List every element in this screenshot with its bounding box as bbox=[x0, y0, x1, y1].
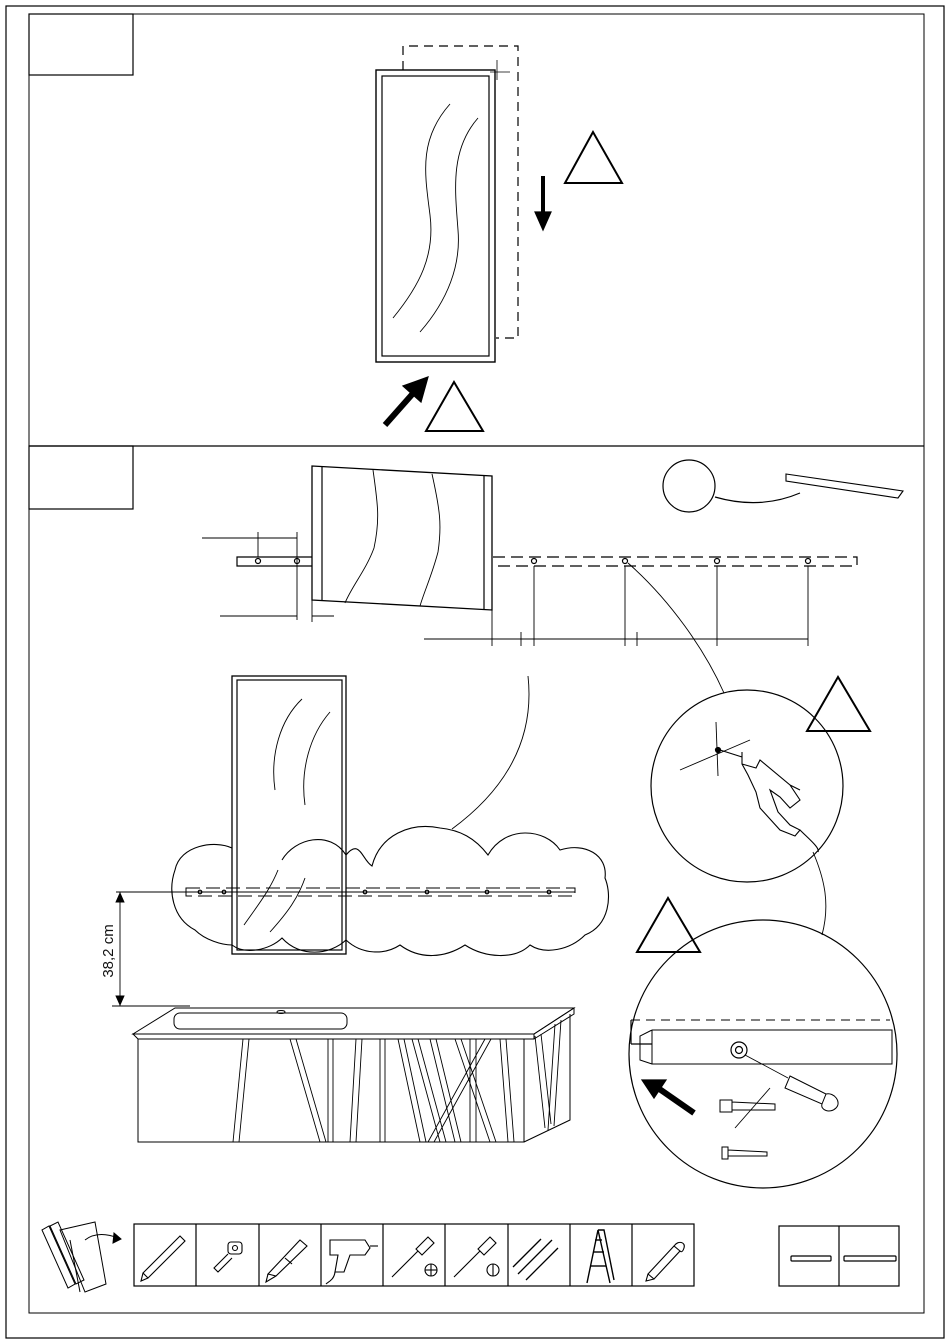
step-2-number-box bbox=[29, 446, 133, 509]
height-dimension bbox=[112, 892, 190, 1006]
leader-line bbox=[715, 493, 800, 503]
detail-circle-small bbox=[663, 460, 715, 512]
warning-triangle-icon bbox=[565, 132, 622, 183]
mirror-perspective bbox=[312, 466, 492, 610]
power-drill-icon bbox=[720, 750, 818, 852]
step-2-panel: 38,2 cm bbox=[29, 446, 903, 1188]
dimension-lines-left bbox=[202, 532, 334, 622]
push-arrow-icon bbox=[385, 377, 428, 425]
leader-line bbox=[452, 676, 529, 829]
down-arrow-icon bbox=[535, 176, 551, 230]
mounting-rail-drawing bbox=[237, 557, 857, 566]
screw-icon bbox=[722, 1147, 767, 1159]
step-ladder-icon bbox=[587, 1230, 614, 1283]
mounting-rail-short bbox=[791, 1256, 831, 1261]
leader-line bbox=[628, 563, 724, 693]
leader-line bbox=[813, 852, 826, 935]
warning-triangle-icon bbox=[426, 382, 483, 431]
height-dimension-label: 38,2 cm bbox=[100, 924, 117, 977]
vanity-unit bbox=[133, 1008, 574, 1142]
screw-icon bbox=[785, 1076, 838, 1111]
mounting-rail-long bbox=[844, 1256, 896, 1261]
tools-table bbox=[134, 1224, 694, 1286]
step-1-panel bbox=[29, 14, 622, 431]
wall-outline-dashed bbox=[403, 46, 518, 338]
push-arrow-icon bbox=[642, 1080, 694, 1113]
warning-triangle-icon bbox=[637, 898, 700, 952]
inner-border bbox=[29, 14, 924, 1313]
drill-detail bbox=[651, 677, 870, 882]
dimension-lines-right bbox=[424, 566, 808, 646]
step-1-number-box bbox=[29, 14, 133, 75]
wall-plug-icon bbox=[720, 1100, 775, 1112]
spirit-level-icon bbox=[786, 474, 903, 498]
parts-table bbox=[779, 1226, 899, 1286]
warning-triangle-icon bbox=[807, 677, 870, 731]
utility-knife-icon bbox=[266, 1240, 307, 1282]
screw-detail bbox=[629, 898, 897, 1188]
toolbox-icon bbox=[42, 1222, 121, 1292]
tape-measure-icon bbox=[214, 1242, 242, 1272]
pencil-icon bbox=[141, 1236, 185, 1281]
outer-border bbox=[6, 6, 944, 1338]
screw-icon bbox=[646, 1242, 684, 1281]
drill-bits-icon bbox=[513, 1239, 558, 1280]
flat-screwdriver-icon bbox=[454, 1237, 499, 1277]
mirror-front bbox=[376, 70, 495, 362]
power-drill-icon bbox=[326, 1240, 378, 1284]
phillips-screwdriver-icon bbox=[392, 1237, 437, 1277]
mirror-on-wall bbox=[232, 676, 346, 954]
